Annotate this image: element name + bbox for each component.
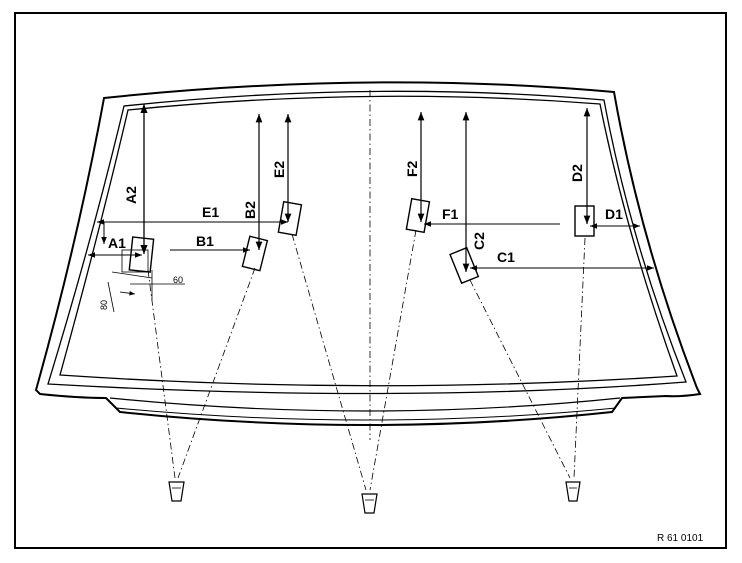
cable-d — [573, 237, 586, 479]
sensor-bracket-c — [449, 246, 480, 285]
label-dim-80: 80 — [99, 300, 109, 310]
windshield-outer-frame — [34, 81, 702, 426]
label-a1: A1 — [108, 235, 126, 251]
sensor-bracket-f — [405, 197, 431, 234]
label-dim-60: 60 — [173, 275, 183, 285]
cable-b — [177, 267, 256, 479]
label-b1: B1 — [196, 233, 214, 249]
cable-a — [147, 269, 176, 479]
reference-number: R 61 0101 — [657, 533, 704, 544]
label-e2: E2 — [271, 161, 287, 178]
sensor-bracket-e — [277, 200, 303, 237]
cable-f — [369, 229, 417, 491]
sensor-bracket-d — [574, 205, 595, 237]
lower-moulding-edge — [115, 407, 617, 421]
glass-edge — [59, 95, 678, 387]
sensor-bracket-b — [241, 235, 269, 272]
label-b2: B2 — [242, 201, 258, 219]
label-d2: D2 — [569, 164, 585, 182]
connector-center — [361, 493, 378, 514]
cable-e — [291, 233, 367, 491]
connector-left — [168, 481, 185, 502]
windshield-frame-inner — [47, 90, 687, 395]
detail-dims — [107, 270, 185, 313]
label-d1: D1 — [605, 206, 623, 222]
drawing-frame — [14, 12, 727, 549]
label-c2: C2 — [471, 232, 487, 250]
label-e1: E1 — [202, 204, 219, 220]
connector-right — [565, 481, 581, 502]
label-f2: F2 — [404, 160, 420, 177]
label-f1: F1 — [442, 206, 459, 222]
lower-moulding — [109, 397, 621, 412]
label-a2: A2 — [123, 186, 139, 204]
label-c1: C1 — [497, 249, 515, 265]
cable-c — [469, 279, 571, 479]
